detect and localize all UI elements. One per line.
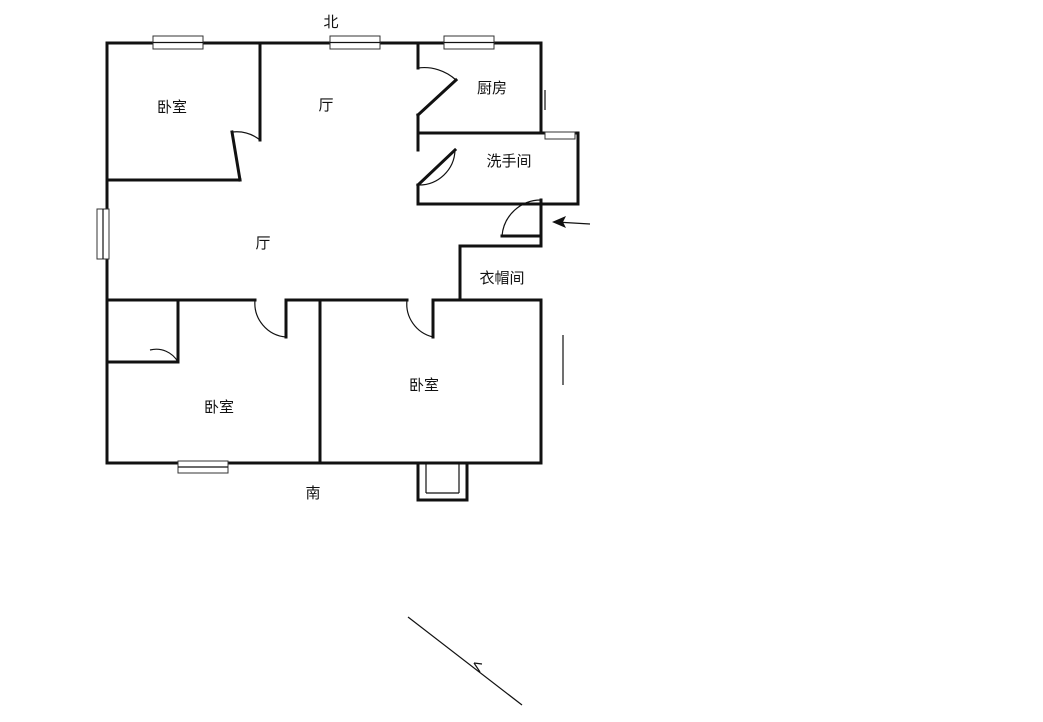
interior-walls <box>105 41 543 502</box>
door-bedroom-se <box>406 298 435 339</box>
compass-south-label: 南 <box>305 484 320 502</box>
room-label-bedroom-nw: 卧室 <box>157 98 187 116</box>
door-bedroom-sw <box>254 298 288 339</box>
window-washroom <box>544 131 576 140</box>
diagonal-stroke <box>407 616 523 706</box>
room-label-bedroom-se: 卧室 <box>409 376 439 394</box>
compass-north-label: 北 <box>323 13 338 31</box>
door-entrance <box>501 198 543 238</box>
room-label-cloakroom: 衣帽间 <box>479 269 524 287</box>
guide-marks <box>544 90 564 385</box>
door-washroom <box>415 147 458 188</box>
room-label-kitchen: 厨房 <box>477 79 507 97</box>
windows <box>96 35 576 474</box>
door-bedroom-nw <box>230 130 261 182</box>
room-label-bedroom-sw: 卧室 <box>204 398 234 416</box>
door-closet <box>149 336 180 364</box>
room-label-washroom: 洗手间 <box>486 152 531 170</box>
door-kitchen <box>415 67 459 118</box>
doors <box>149 67 543 364</box>
entrance-arrow-icon <box>552 216 591 228</box>
room-label-living-north: 厅 <box>318 96 333 114</box>
room-label-living-main: 厅 <box>255 234 270 252</box>
